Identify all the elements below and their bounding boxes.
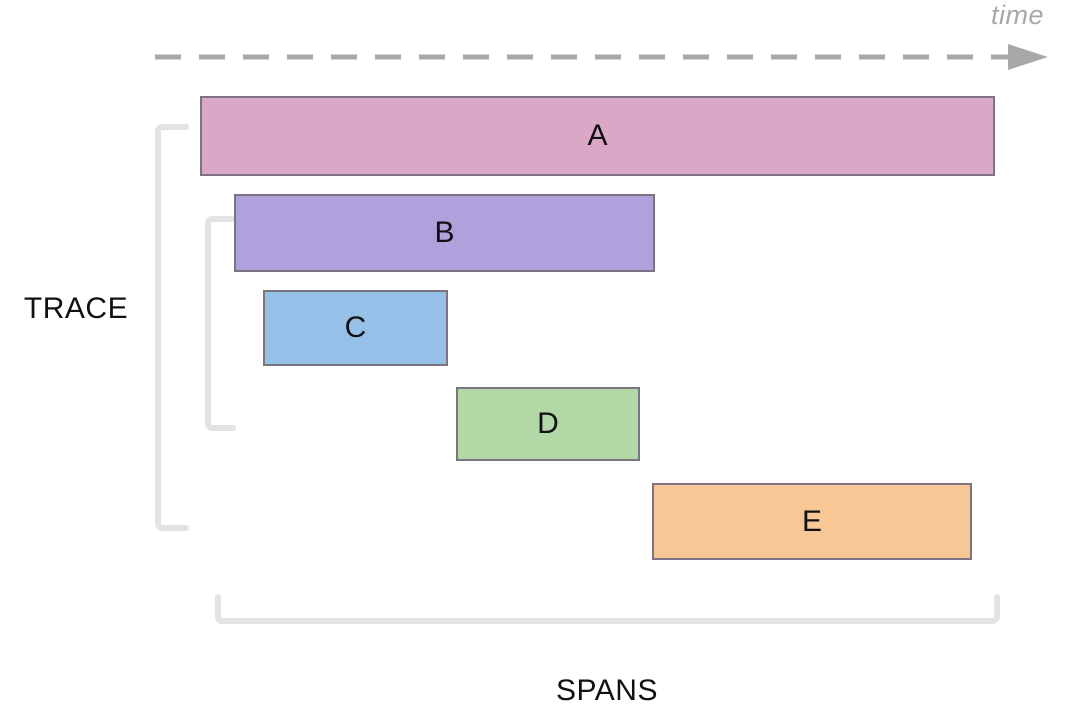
span-bar-b[interactable]: B	[234, 194, 655, 272]
span-bar-d[interactable]: D	[456, 387, 640, 461]
span-label-a: A	[587, 119, 608, 152]
span-label-b: B	[434, 216, 455, 249]
span-bar-c[interactable]: C	[263, 290, 448, 366]
span-label-e: E	[801, 504, 822, 538]
span-bar-a[interactable]: A	[200, 96, 995, 176]
trace-inner-bracket	[205, 216, 236, 431]
span-bar-e[interactable]: E	[652, 483, 972, 560]
span-label-d: D	[537, 407, 559, 440]
time-axis-arrow	[155, 44, 1048, 70]
arrow-right-icon	[1008, 44, 1048, 70]
spans-group-label: SPANS	[556, 674, 658, 707]
time-axis-label: time	[990, 0, 1044, 30]
trace-group-label: TRACE	[23, 292, 129, 325]
spans-bottom-bracket	[215, 594, 1000, 624]
trace-outer-bracket	[155, 124, 189, 531]
span-label-c: C	[344, 311, 367, 344]
